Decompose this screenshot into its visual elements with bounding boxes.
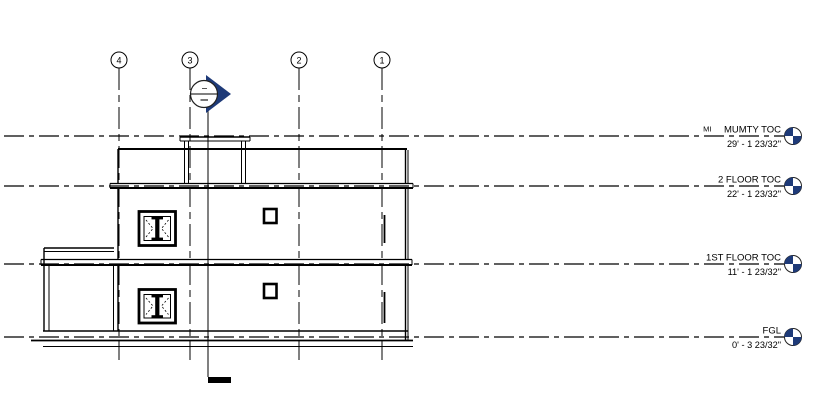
grid-bubble[interactable] xyxy=(181,51,199,69)
grid-line-2[interactable]: 2 xyxy=(290,51,308,360)
level-name[interactable]: FGL xyxy=(763,326,781,337)
grid-label: 2 xyxy=(296,56,301,66)
level-datum-1st-floor-toc[interactable]: 1ST FLOOR TOC 11' - 1 23/32" xyxy=(4,253,802,278)
level-name-overlap: MI xyxy=(703,125,711,134)
building-elevation[interactable] xyxy=(31,136,414,347)
grid-line-1[interactable]: 1 xyxy=(373,51,391,360)
left-wall[interactable] xyxy=(113,149,119,331)
casement-swing-mark xyxy=(145,297,154,315)
level-marker-quadrant xyxy=(784,328,793,337)
level-marker-quadrant xyxy=(793,337,802,346)
level-marker-quadrant xyxy=(784,255,793,264)
grid-label: 3 xyxy=(187,56,192,66)
level-elevation[interactable]: 11' - 1 23/32" xyxy=(728,267,781,277)
vent-window-lower[interactable] xyxy=(262,282,278,300)
window-lower[interactable] xyxy=(137,288,177,325)
grid-bubble[interactable] xyxy=(373,51,391,69)
level-marker-quadrant xyxy=(793,186,802,195)
grid-line-4[interactable]: 4 xyxy=(110,51,128,360)
section-marker[interactable] xyxy=(189,75,232,383)
section-line-tail xyxy=(208,377,231,383)
level-datum-2-floor-toc[interactable]: 2 FLOOR TOC 22' - 1 23/32" xyxy=(4,175,802,200)
level-marker-quadrant xyxy=(784,177,793,186)
level-name[interactable]: 2 FLOOR TOC xyxy=(718,175,781,186)
grid-label: 4 xyxy=(116,56,121,66)
level-marker-quadrant xyxy=(793,136,802,145)
grid-bubble[interactable] xyxy=(290,51,308,69)
level-marker-quadrant xyxy=(793,264,802,273)
grid-label: 1 xyxy=(379,56,384,66)
level-name[interactable]: 1ST FLOOR TOC xyxy=(706,253,781,264)
mumty-cap-slab[interactable] xyxy=(179,136,251,142)
level-marker-quadrant xyxy=(784,127,793,136)
casement-swing-mark xyxy=(160,297,169,315)
level-elevation[interactable]: 0' - 3 23/32" xyxy=(732,340,781,350)
grid-bubble[interactable] xyxy=(110,51,128,69)
base-lines[interactable] xyxy=(31,330,413,347)
mumty-walls[interactable] xyxy=(184,141,246,184)
level-name[interactable]: MUMTY TOC xyxy=(724,125,781,136)
annex-porch[interactable] xyxy=(43,247,114,331)
vent-window-upper[interactable] xyxy=(262,207,278,225)
right-wall[interactable] xyxy=(404,149,409,341)
first-floor-slab-band[interactable] xyxy=(40,258,413,266)
grid-line-3[interactable]: 3 xyxy=(181,51,199,360)
level-elevation[interactable]: 22' - 1 23/32" xyxy=(727,189,781,199)
level-datum-fgl[interactable]: FGL 0' - 3 23/32" xyxy=(4,326,802,351)
window-upper[interactable] xyxy=(137,210,177,247)
level-datum-mumty-toc[interactable]: MI MUMTY TOC 29' - 1 23/32" xyxy=(4,125,802,150)
level-elevation[interactable]: 29' - 1 23/32" xyxy=(727,139,781,149)
